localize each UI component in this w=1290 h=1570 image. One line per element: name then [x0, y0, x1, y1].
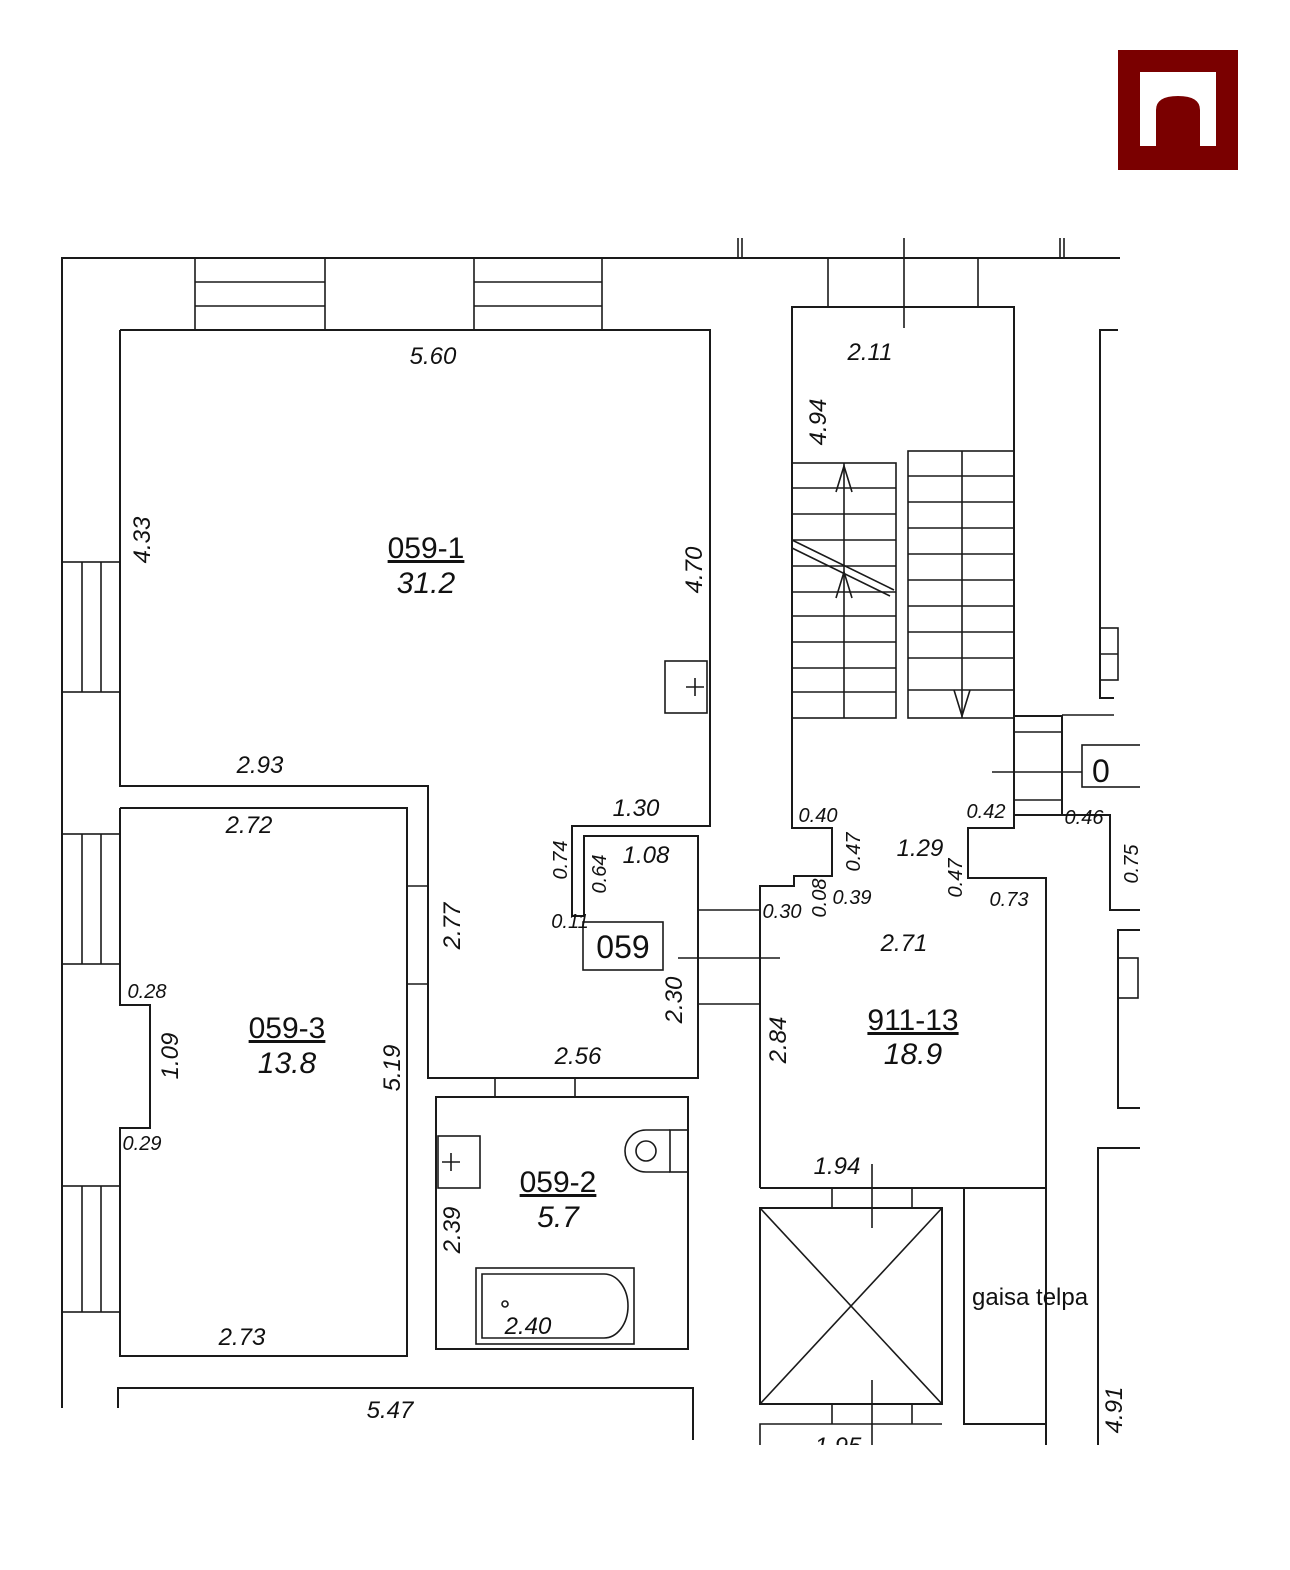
outer-walls — [61, 238, 1120, 1408]
room-911-13-code: 911-13 — [867, 1004, 958, 1037]
dim-0-64: 0.64 — [589, 855, 611, 894]
room-911-13-area: 18.9 — [884, 1038, 943, 1071]
room-bottom-outline — [117, 1387, 694, 1440]
dim-2-56: 2.56 — [554, 1043, 602, 1070]
dim-2-71: 2.71 — [880, 930, 928, 957]
dim-0-73: 0.73 — [990, 889, 1029, 911]
dim-0-75: 0.75 — [1121, 844, 1143, 884]
room-059-1-code: 059-1 — [388, 532, 465, 565]
dim-0-08: 0.08 — [809, 879, 831, 918]
logo-icon — [1118, 50, 1238, 170]
dim-5-19: 5.19 — [379, 1045, 406, 1092]
room-059-2-area: 5.7 — [537, 1201, 580, 1234]
plan-drawing: 059-1 31.2 059-3 13.8 059-2 5.7 911-13 1… — [61, 238, 1143, 1460]
air-space-label: gaisa telpa — [972, 1284, 1089, 1311]
dim-2-40: 2.40 — [504, 1313, 552, 1340]
neighbor-tag: 0 — [1092, 753, 1110, 789]
air-space-outline — [963, 1188, 1046, 1425]
room-059-3-area: 13.8 — [258, 1047, 317, 1080]
dim-0-30: 0.30 — [763, 901, 802, 923]
dim-0-28: 0.28 — [128, 981, 167, 1003]
dim-0-47-a: 0.47 — [843, 832, 865, 872]
dim-0-29: 0.29 — [123, 1133, 162, 1155]
window-top-1 — [194, 257, 326, 331]
dim-0-39: 0.39 — [833, 887, 872, 909]
dim-4-33: 4.33 — [129, 516, 156, 563]
neighbour-right — [992, 329, 1140, 1445]
dim-4-70: 4.70 — [681, 546, 708, 593]
dim-1-30: 1.30 — [613, 795, 660, 822]
dim-2-73: 2.73 — [218, 1324, 266, 1351]
window-top-2 — [473, 257, 603, 331]
toilet — [624, 1129, 689, 1173]
room-059-2-code: 059-2 — [520, 1166, 597, 1199]
ventilation-shaft-059-2 — [437, 1135, 481, 1189]
bathtub — [475, 1267, 635, 1345]
room-059-1-outline — [119, 329, 711, 1079]
dim-2-93: 2.93 — [236, 752, 284, 779]
dim-1-09: 1.09 — [157, 1033, 184, 1080]
dim-4-94: 4.94 — [805, 399, 832, 446]
dim-0-42: 0.42 — [967, 801, 1006, 823]
dim-1-95: 1.95 — [815, 1433, 862, 1460]
dim-4-91: 4.91 — [1101, 1387, 1128, 1434]
dim-2-11: 2.11 — [847, 339, 893, 366]
dim-2-84: 2.84 — [765, 1017, 792, 1065]
stair-hall-outline — [759, 306, 1047, 1445]
window-left-2 — [61, 833, 121, 965]
apartment-tag-box — [582, 921, 664, 971]
dim-5-60: 5.60 — [410, 343, 457, 370]
dim-0-47-b: 0.47 — [945, 858, 967, 898]
apartment-tag: 059 — [596, 929, 649, 965]
room-059-2-outline — [435, 1096, 689, 1350]
ventilation-shaft-059-1 — [664, 660, 708, 714]
dim-2-72: 2.72 — [225, 812, 273, 839]
room-059-3-outline — [119, 807, 408, 1357]
dim-2-39: 2.39 — [439, 1207, 466, 1255]
window-left-3 — [61, 1185, 121, 1313]
dim-2-30: 2.30 — [661, 976, 688, 1024]
room-059-1-area: 31.2 — [397, 567, 456, 600]
dim-0-40: 0.40 — [799, 805, 838, 827]
dim-1-94: 1.94 — [814, 1153, 861, 1180]
dim-0-46: 0.46 — [1065, 807, 1105, 829]
dim-1-08: 1.08 — [623, 842, 670, 869]
stairs — [791, 450, 1015, 719]
dim-2-77: 2.77 — [439, 901, 466, 950]
dim-0-11: 0.11 — [551, 911, 588, 933]
dim-0-74: 0.74 — [550, 841, 572, 880]
window-left-1 — [61, 561, 121, 693]
dim-1-29: 1.29 — [897, 835, 944, 862]
elevator-shaft — [759, 1164, 943, 1445]
room-059-3-code: 059-3 — [249, 1012, 326, 1045]
dim-5-47: 5.47 — [367, 1397, 415, 1424]
